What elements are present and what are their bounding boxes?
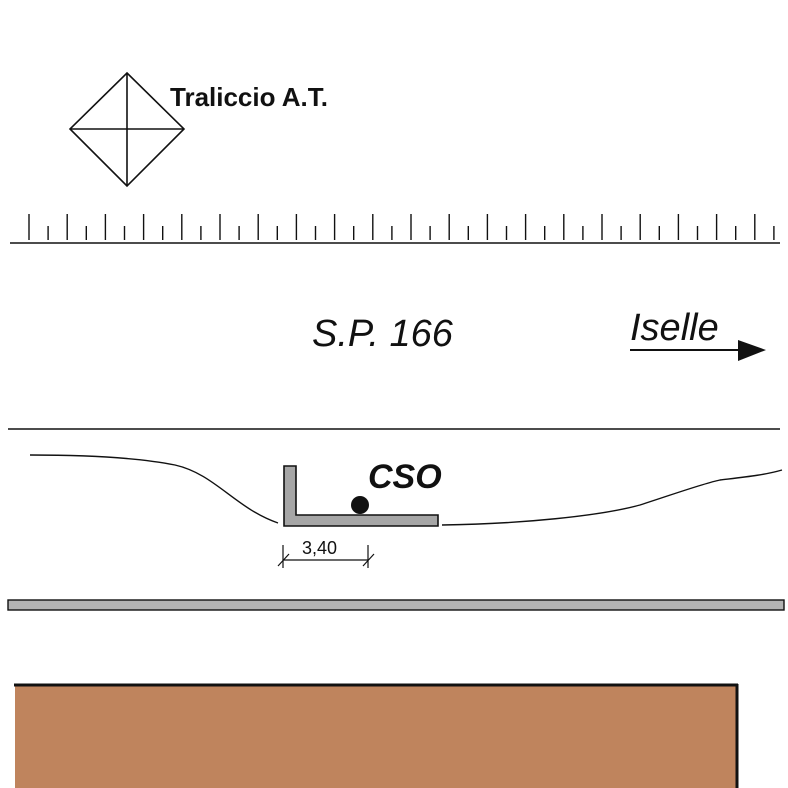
tower-label: Traliccio A.T. xyxy=(170,82,328,112)
fence-ruler xyxy=(10,214,780,244)
dimension-label: 3,40 xyxy=(302,538,337,558)
terrain-profile-left xyxy=(29,454,279,524)
guard-rail xyxy=(7,599,785,611)
ground-block xyxy=(15,685,737,788)
road-label: S.P. 166 xyxy=(312,313,454,355)
station-label: CSO xyxy=(368,458,442,496)
terrain-profile-right xyxy=(441,469,783,526)
filled-circle-icon xyxy=(351,496,369,514)
pylon-diamond-icon xyxy=(68,71,186,188)
arrow-right-icon xyxy=(630,340,766,361)
retaining-wall xyxy=(283,465,439,527)
dimension-line xyxy=(277,545,375,568)
direction-label: Iselle xyxy=(630,307,719,349)
